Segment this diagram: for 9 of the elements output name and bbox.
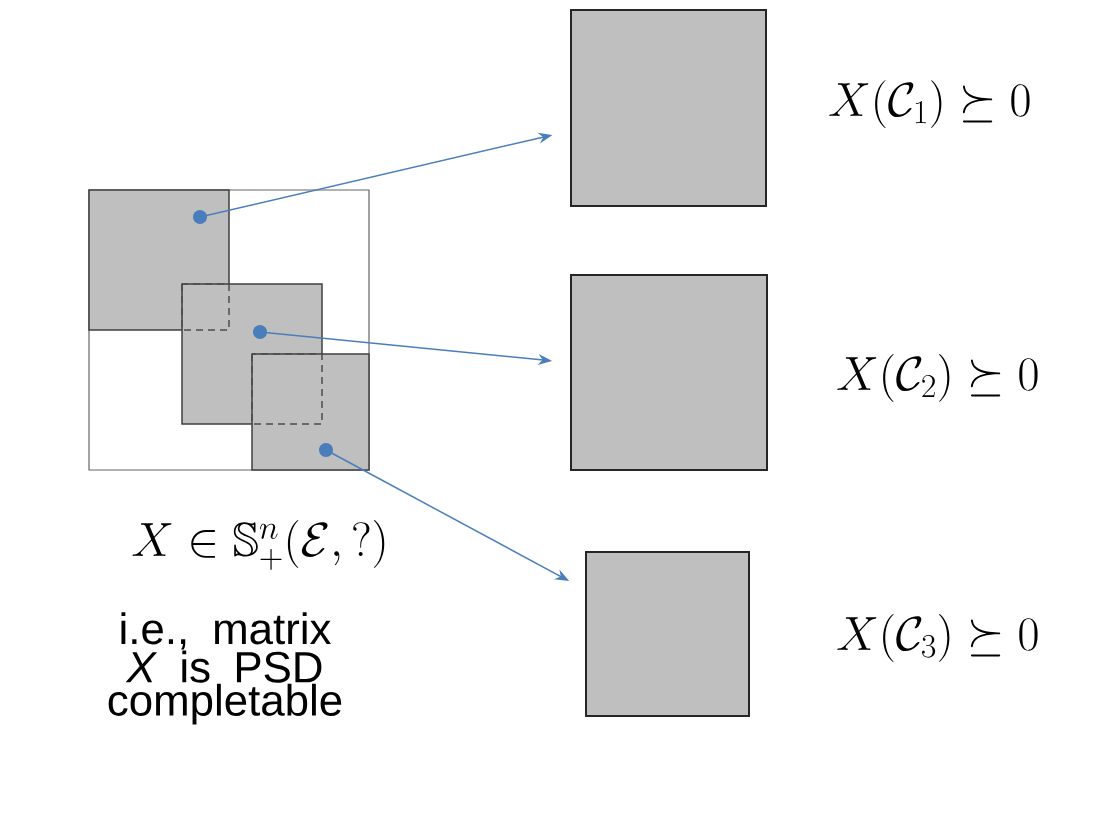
submatrix-square bbox=[570, 274, 768, 471]
formula-label: $X(\mathcal{C}_3)\succeq 0$ bbox=[837, 614, 1038, 662]
matrix-block bbox=[251, 353, 370, 471]
submatrix-square bbox=[585, 551, 750, 717]
formula-label: $X(\mathcal{C}_2)\succeq 0$ bbox=[837, 354, 1038, 402]
formula-label: $X(\mathcal{C}_1)\succeq 0$ bbox=[829, 80, 1030, 128]
caption-text: i.e., matrix X is PSD completable bbox=[108, 612, 342, 725]
submatrix-square bbox=[570, 9, 767, 207]
formula-label: $X \in \mathbb{S}^n_+(\mathcal{E},?)$ bbox=[132, 520, 385, 570]
